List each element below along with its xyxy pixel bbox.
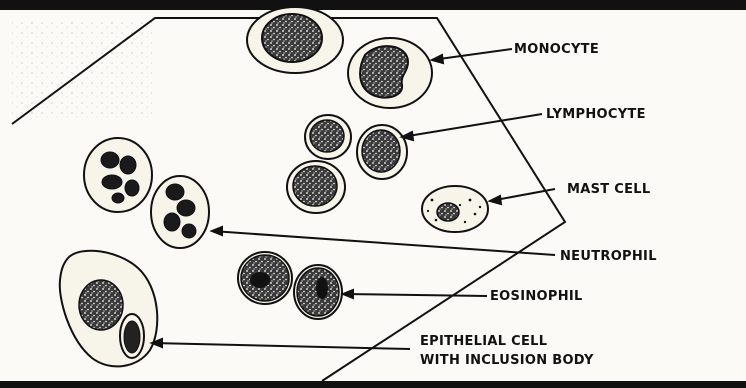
eosinophil-cell	[294, 265, 342, 319]
neutrophil-cell	[151, 176, 209, 248]
label-eosinophil: EOSINOPHIL	[490, 289, 583, 304]
pointer-lymphocyte	[402, 114, 542, 137]
lymphocyte-cell-left	[305, 115, 351, 159]
top-border	[0, 0, 746, 10]
epithelial-cell	[60, 251, 158, 367]
label-neutrophil: NEUTROPHIL	[560, 249, 657, 264]
mast-cell	[422, 186, 488, 232]
monocyte-cell	[348, 38, 432, 108]
bottom-border	[0, 381, 746, 388]
eosinophil-cell-left	[238, 252, 292, 304]
shading-topleft	[12, 18, 152, 118]
label-lymphocyte: LYMPHOCYTE	[546, 107, 646, 122]
pointer-monocyte	[432, 49, 512, 60]
lymphocyte-cell-lower	[287, 161, 345, 213]
pointer-eosinophil	[343, 294, 487, 296]
label-epithelial-line2: WITH INCLUSION BODY	[420, 353, 594, 368]
pointer-epithelial	[152, 343, 410, 349]
pointer-lines	[152, 49, 555, 349]
monocyte-cell-top	[247, 7, 343, 73]
label-epithelial-line1: EPITHELIAL CELL	[420, 334, 547, 349]
label-mast-cell: MAST CELL	[567, 182, 650, 197]
lymphocyte-cell	[357, 125, 407, 179]
neutrophil-cell-upper	[84, 138, 152, 212]
label-monocyte: MONOCYTE	[514, 42, 599, 57]
